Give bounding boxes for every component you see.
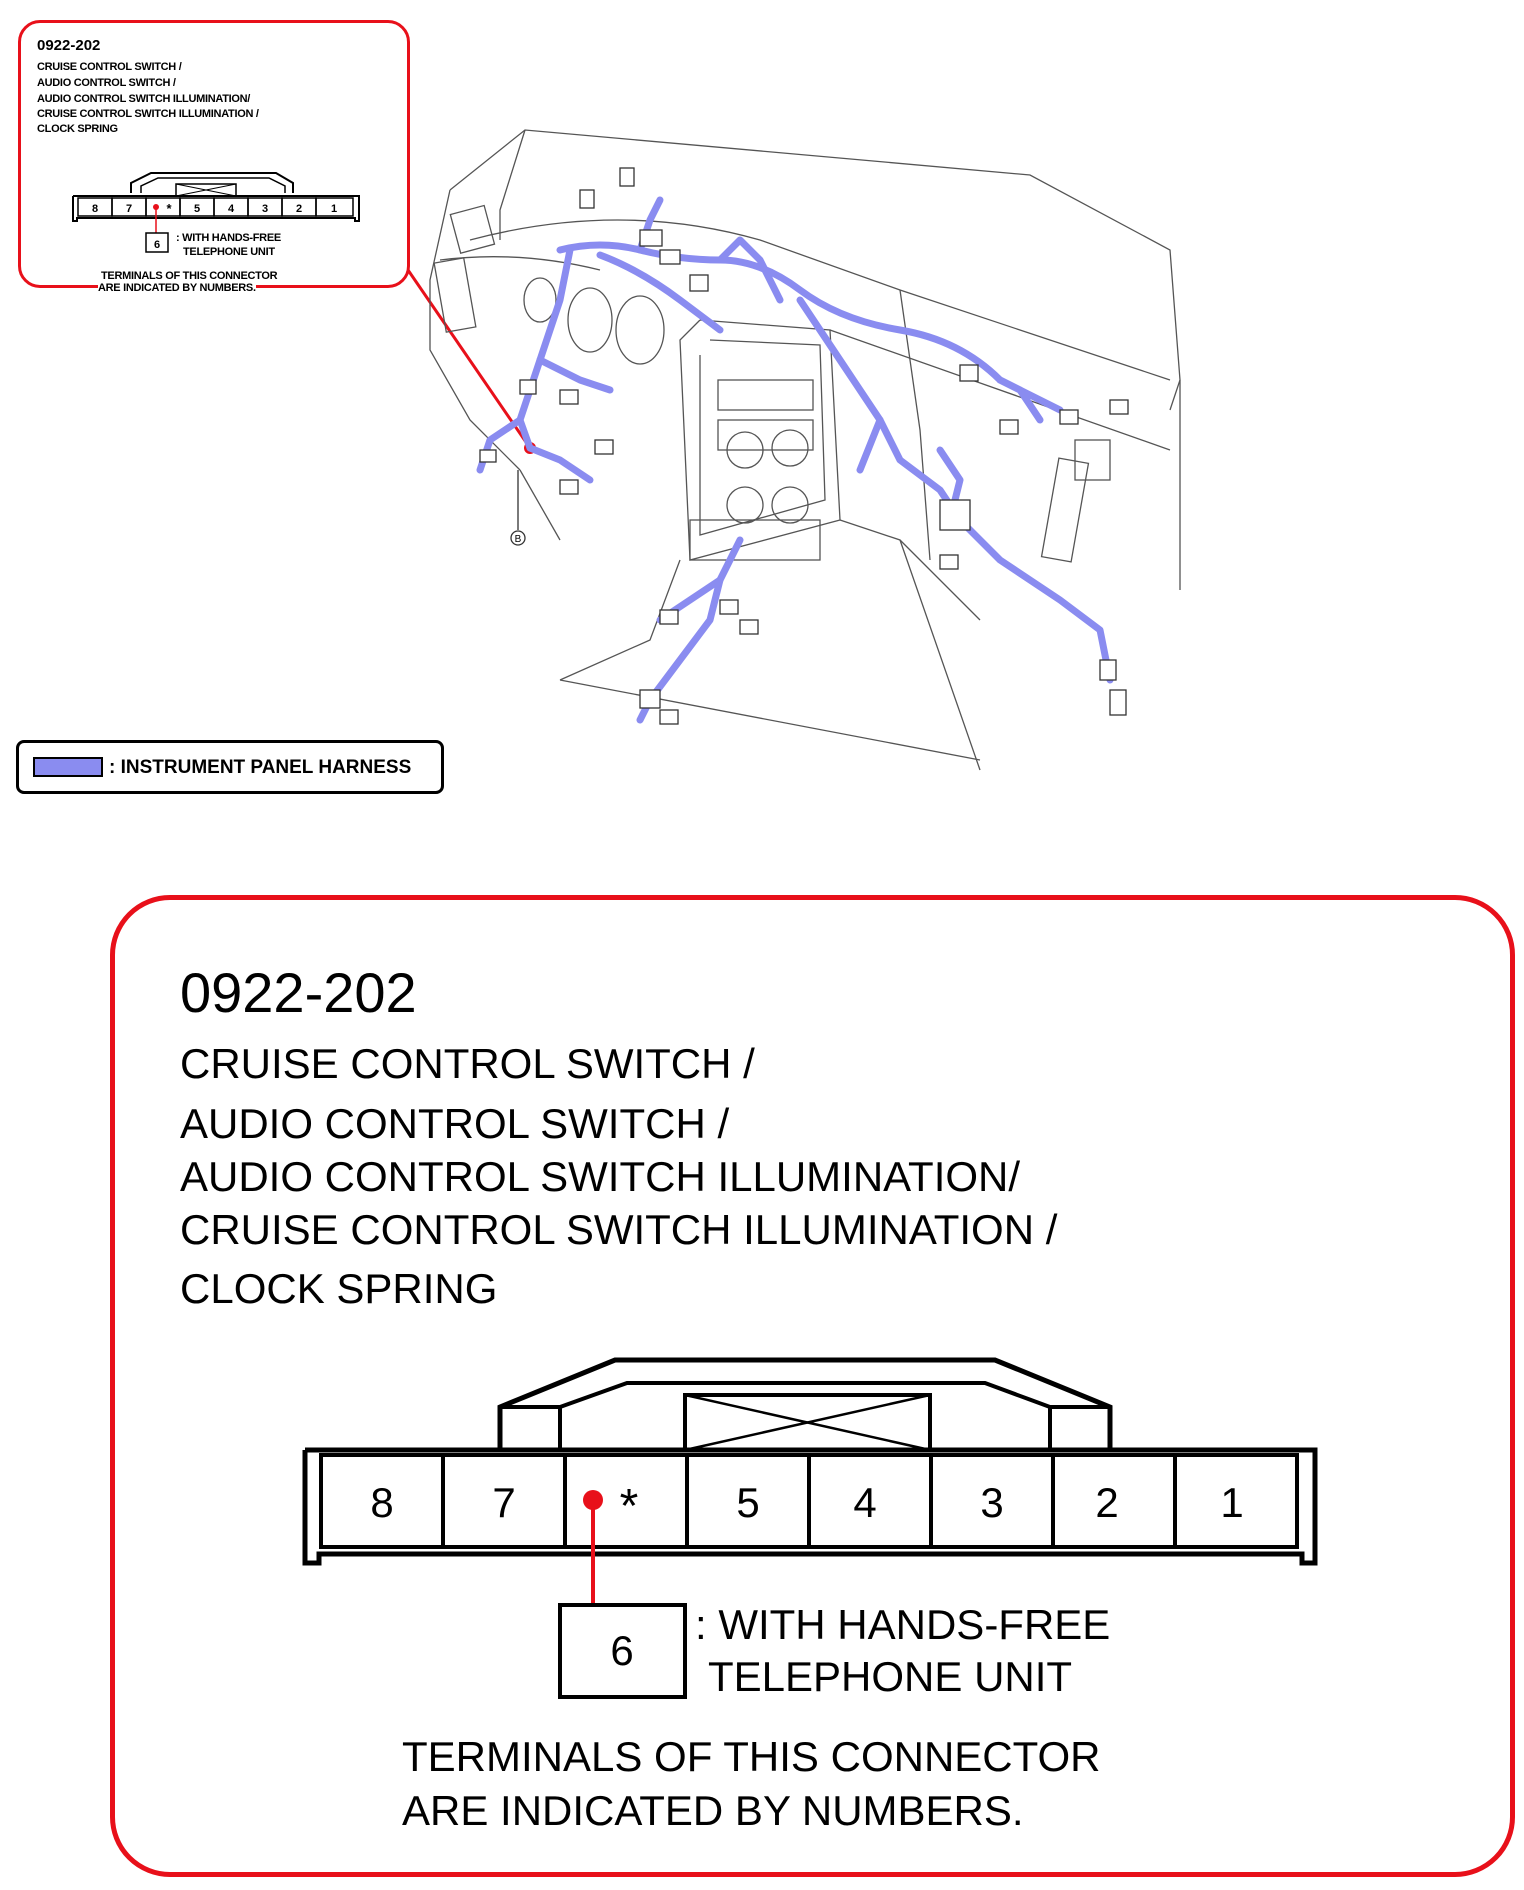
small-desc-1: CRUISE CONTROL SWITCH / bbox=[37, 61, 182, 73]
small-connector-callout: 0922-202 CRUISE CONTROL SWITCH / AUDIO C… bbox=[18, 20, 410, 288]
small-desc-3: AUDIO CONTROL SWITCH ILLUMINATION/ bbox=[37, 93, 251, 105]
footer-note-1: TERMINALS OF THIS CONNECTOR bbox=[402, 1733, 1101, 1780]
small-terminal-3: 3 bbox=[262, 203, 268, 215]
option-note-2: TELEPHONE UNIT bbox=[708, 1653, 1073, 1700]
connector-face-drawing: 8 7 * 5 4 3 2 1 6 bbox=[302, 1357, 1318, 1699]
small-option-note-1: : WITH HANDS-FREE bbox=[176, 232, 281, 244]
small-terminal-7: 7 bbox=[126, 203, 132, 215]
terminal-2: 2 bbox=[1095, 1479, 1118, 1526]
small-terminal-8: 8 bbox=[92, 203, 98, 215]
small-option-terminal: 6 bbox=[154, 239, 160, 251]
small-terminal-2: 2 bbox=[296, 203, 302, 215]
small-terminal-asterisk: * bbox=[166, 201, 172, 216]
connector-body bbox=[302, 1447, 1318, 1566]
small-connector-id: 0922-202 bbox=[37, 37, 101, 54]
small-terminal-1: 1 bbox=[331, 203, 337, 215]
instrument-panel-harness bbox=[476, 196, 1114, 724]
ground-point-label: B bbox=[515, 534, 522, 545]
footer-note-2: ARE INDICATED BY NUMBERS. bbox=[402, 1787, 1024, 1834]
legend-harness-swatch bbox=[33, 757, 103, 777]
terminal-3: 3 bbox=[980, 1479, 1003, 1526]
small-terminal-4: 4 bbox=[228, 203, 235, 215]
small-desc-2: AUDIO CONTROL SWITCH / bbox=[37, 77, 176, 89]
connector-desc-2: AUDIO CONTROL SWITCH / bbox=[180, 1100, 730, 1147]
dashboard-outline bbox=[429, 129, 1181, 771]
enlarged-connector-callout: 0922-202 CRUISE CONTROL SWITCH / AUDIO C… bbox=[110, 895, 1515, 1877]
small-footer-1: TERMINALS OF THIS CONNECTOR bbox=[101, 270, 278, 282]
harness-connectors bbox=[479, 167, 1129, 725]
connector-desc-3: AUDIO CONTROL SWITCH ILLUMINATION/ bbox=[180, 1153, 1021, 1200]
callout-leader-line bbox=[406, 269, 532, 449]
small-footer-2: ARE INDICATED BY NUMBERS. bbox=[98, 281, 256, 295]
option-terminal: 6 bbox=[610, 1627, 633, 1674]
connector-desc-5: CLOCK SPRING bbox=[180, 1265, 498, 1312]
option-terminal-box bbox=[558, 1603, 687, 1699]
terminal-7: 7 bbox=[492, 1479, 515, 1526]
small-option-note-2: TELEPHONE UNIT bbox=[183, 246, 275, 258]
terminal-4: 4 bbox=[853, 1479, 876, 1526]
small-desc-5: CLOCK SPRING bbox=[37, 123, 118, 135]
legend-box: : INSTRUMENT PANEL HARNESS bbox=[16, 740, 444, 794]
small-connector-drawing: 8 7 * 5 4 3 2 1 6 bbox=[72, 172, 360, 253]
terminal-asterisk: * bbox=[620, 1480, 639, 1533]
ground-point-b bbox=[510, 530, 526, 546]
terminal-cell-1 bbox=[1173, 1453, 1299, 1549]
connector-desc-4: CRUISE CONTROL SWITCH ILLUMINATION / bbox=[180, 1206, 1058, 1253]
small-terminal-5: 5 bbox=[194, 203, 200, 215]
legend-harness-label: : INSTRUMENT PANEL HARNESS bbox=[109, 757, 412, 778]
terminal-5: 5 bbox=[736, 1479, 759, 1526]
connector-desc-1: CRUISE CONTROL SWITCH / bbox=[180, 1040, 755, 1087]
connector-id: 0922-202 bbox=[180, 961, 417, 1024]
terminal-8: 8 bbox=[370, 1479, 393, 1526]
small-desc-4: CRUISE CONTROL SWITCH ILLUMINATION / bbox=[37, 108, 259, 120]
dashboard-overview: B bbox=[406, 129, 1181, 771]
terminal-1: 1 bbox=[1220, 1479, 1243, 1526]
option-note-1: : WITH HANDS-FREE bbox=[695, 1601, 1111, 1648]
